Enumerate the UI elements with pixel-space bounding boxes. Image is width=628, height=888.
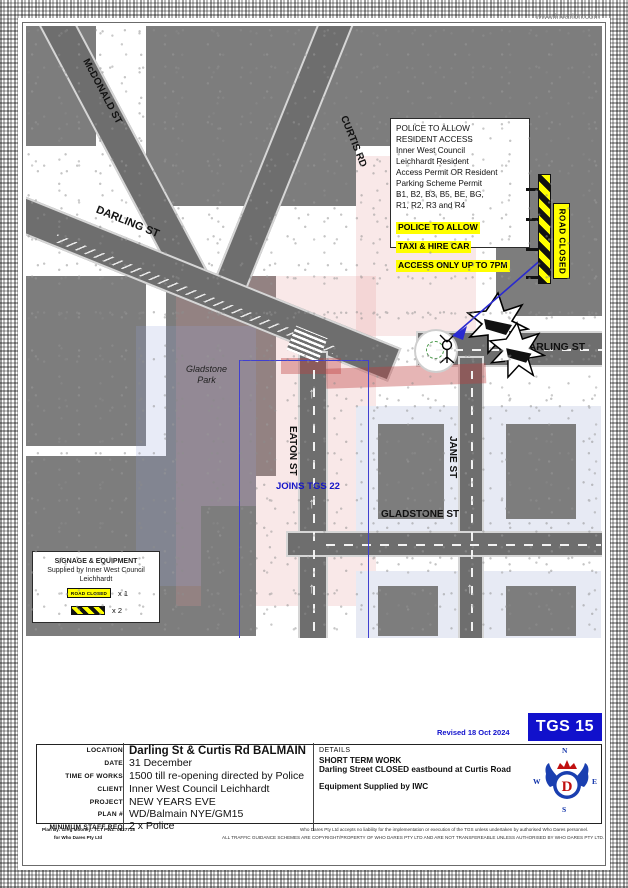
barricade-leg <box>526 276 539 279</box>
mini-road-closed-sign-icon: ROAD CLOSED <box>67 588 111 598</box>
info-line: B1, B2, B3, B5, BE, BG, <box>396 190 484 199</box>
building-footprint <box>378 586 438 636</box>
row-value-minimum-staff: 2 x Police <box>129 820 175 832</box>
street-label-gladstone-st: GLADSTONE ST <box>381 509 460 520</box>
barricade-leg <box>526 218 539 221</box>
row-label-time-of-works: TIME OF WORKS <box>65 773 123 780</box>
street-label-jane-st: JANE ST <box>447 436 458 479</box>
title-block-divider <box>313 743 314 831</box>
legend-qty: x 2 <box>112 606 123 615</box>
barricade-sign[interactable] <box>538 174 551 284</box>
compass-south-label: S <box>562 805 567 814</box>
row-value-location: Darling St & Curtis Rd BALMAIN <box>129 745 306 757</box>
page-frame-outline <box>22 22 606 866</box>
legend-qty: x 1 <box>118 588 129 598</box>
landmass-block <box>26 276 146 446</box>
watermark: www.invarion.com <box>535 12 600 21</box>
details-title: DETAILS <box>319 747 351 754</box>
info-line: Access Permit OR Resident <box>396 168 498 177</box>
row-label-date: DATE <box>104 760 123 767</box>
legend-subtitle-1: Supplied by Inner West Council <box>47 567 145 574</box>
map-canvas[interactable]: ↑ ↑ ↑ ↑ McDONALD ST CURTIS RD DARLING ST… <box>26 26 602 638</box>
info-highlight: POLICE TO ALLOW <box>396 222 480 234</box>
row-label-minimum-staff: MINIMUM STAFF REQ <box>49 824 123 831</box>
mini-barricade-icon <box>71 606 105 615</box>
legend-title: SIGNAGE & EQUIPMENT <box>54 558 138 565</box>
park-label-line-1: Gladstone <box>186 364 228 374</box>
info-line: R1, R2, R3 and R4 <box>396 201 466 210</box>
footer-disclaimer-1: Who Dares Pty Ltd accepts no liability f… <box>300 827 589 832</box>
info-line: Parking Scheme Permit <box>396 179 483 188</box>
legend-item-barricade: x 2 <box>71 606 122 615</box>
compass-east-label: E <box>592 777 598 786</box>
row-value-project: NEW YEARS EVE <box>129 796 216 808</box>
legend-subtitle-2: Leichhardt <box>79 576 113 583</box>
row-value-client: Inner West Council Leichhardt <box>129 783 270 795</box>
info-line: Inner West Council <box>396 146 466 155</box>
row-label-plan-number: PLAN # <box>97 811 123 818</box>
building-footprint <box>506 586 576 636</box>
barricade-leg <box>526 188 539 191</box>
details-line: SHORT TERM WORK <box>319 756 402 765</box>
row-value-plan-number: WD/Balmain NYE/GM15 <box>129 808 244 820</box>
info-line: POLICE TO ALLOW <box>396 124 470 133</box>
footer-company: for Who Dares Pty Ltd <box>54 835 103 840</box>
building-footprint <box>506 424 576 519</box>
direction-arrow: ↑ <box>466 580 474 597</box>
compass-west-label: W <box>533 777 541 786</box>
revised-date: Revised 18 Oct 2024 <box>437 728 510 737</box>
signage-equipment-legend: SIGNAGE & EQUIPMENT Supplied by Inner We… <box>32 551 160 623</box>
row-label-client: CLIENT <box>97 786 123 793</box>
svg-text:D: D <box>562 779 573 795</box>
title-block: LOCATION Darling St & Curtis Rd BALMAIN … <box>36 743 602 832</box>
plan-extent-box <box>239 360 369 638</box>
barricade-leg <box>526 248 539 251</box>
footer-plan-by: Plan By: Greg Mooney: TCT PWZ: 0027718 <box>42 827 135 832</box>
legend-item-road-closed: ROAD CLOSED x 1 <box>67 588 128 598</box>
info-highlight: ACCESS ONLY UP TO 7PM <box>396 260 510 272</box>
building-footprint <box>378 424 444 519</box>
details-line: Equipment Supplied by IWC <box>319 782 429 791</box>
compass-logo: N E S W D <box>531 746 601 817</box>
title-block-divider <box>123 743 124 831</box>
row-label-location: LOCATION <box>86 747 123 754</box>
mini-road-closed-label: ROAD CLOSED <box>70 590 108 596</box>
tgs-number-badge: TGS 15 <box>528 713 602 741</box>
joins-tgs-note: JOINS TGS 22 <box>276 481 340 492</box>
police-access-info-panel: POLICE TO ALLOW RESIDENT ACCESS Inner We… <box>390 118 530 272</box>
who-dares-logo-icon: D <box>545 760 589 799</box>
compass-north-label: N <box>562 746 568 755</box>
info-highlight: TAXI & HIRE CAR <box>396 241 472 253</box>
row-value-time-of-works: 1500 till re-opening directed by Police <box>129 770 305 782</box>
road-closed-sign-label: ROAD CLOSED <box>557 208 566 274</box>
road-closed-sign[interactable]: ROAD CLOSED <box>553 203 570 279</box>
row-label-project: PROJECT <box>89 799 123 806</box>
footer-disclaimer-2: ALL TRAFFIC GUIDANCE SCHEMES ARE COPYRIG… <box>222 835 605 840</box>
row-value-date: 31 December <box>129 757 193 769</box>
details-line: Darling Street CLOSED eastbound at Curti… <box>319 765 511 774</box>
info-line: Leichhardt Resident <box>396 157 469 166</box>
info-line: RESIDENT ACCESS <box>396 135 473 144</box>
park-label-line-2: Park <box>197 375 216 385</box>
park-label: Gladstone Park <box>186 364 227 386</box>
